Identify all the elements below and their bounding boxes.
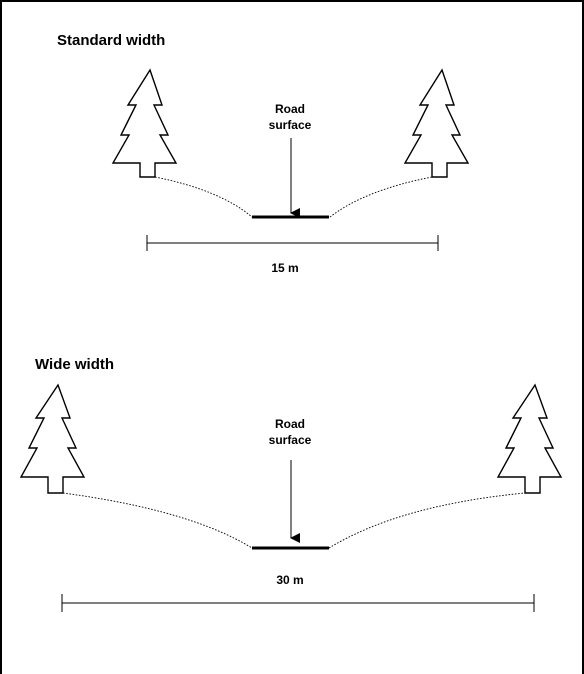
tree-icon <box>496 383 563 494</box>
dimension-line <box>146 235 439 251</box>
tree-icon <box>111 68 178 178</box>
tree-icon <box>19 383 86 494</box>
right-slope <box>329 176 433 218</box>
width-label: 15 m <box>271 261 298 275</box>
width-label: 30 m <box>276 573 303 587</box>
wide-width-panel: Wide width Road surface 30 m <box>19 356 563 612</box>
panel-title: Wide width <box>35 356 114 373</box>
left-slope <box>154 176 253 218</box>
standard-width-panel: Standard width Road surface 15 m <box>57 32 470 275</box>
road-label-line2: surface <box>269 118 312 132</box>
tree-icon <box>403 68 470 178</box>
dimension-line <box>61 594 535 612</box>
panel-title: Standard width <box>57 32 165 49</box>
right-slope <box>328 492 526 549</box>
road-label-line1: Road <box>275 102 305 116</box>
road-label-line1: Road <box>275 417 305 431</box>
left-slope <box>62 492 253 549</box>
road-label-line2: surface <box>269 433 312 447</box>
